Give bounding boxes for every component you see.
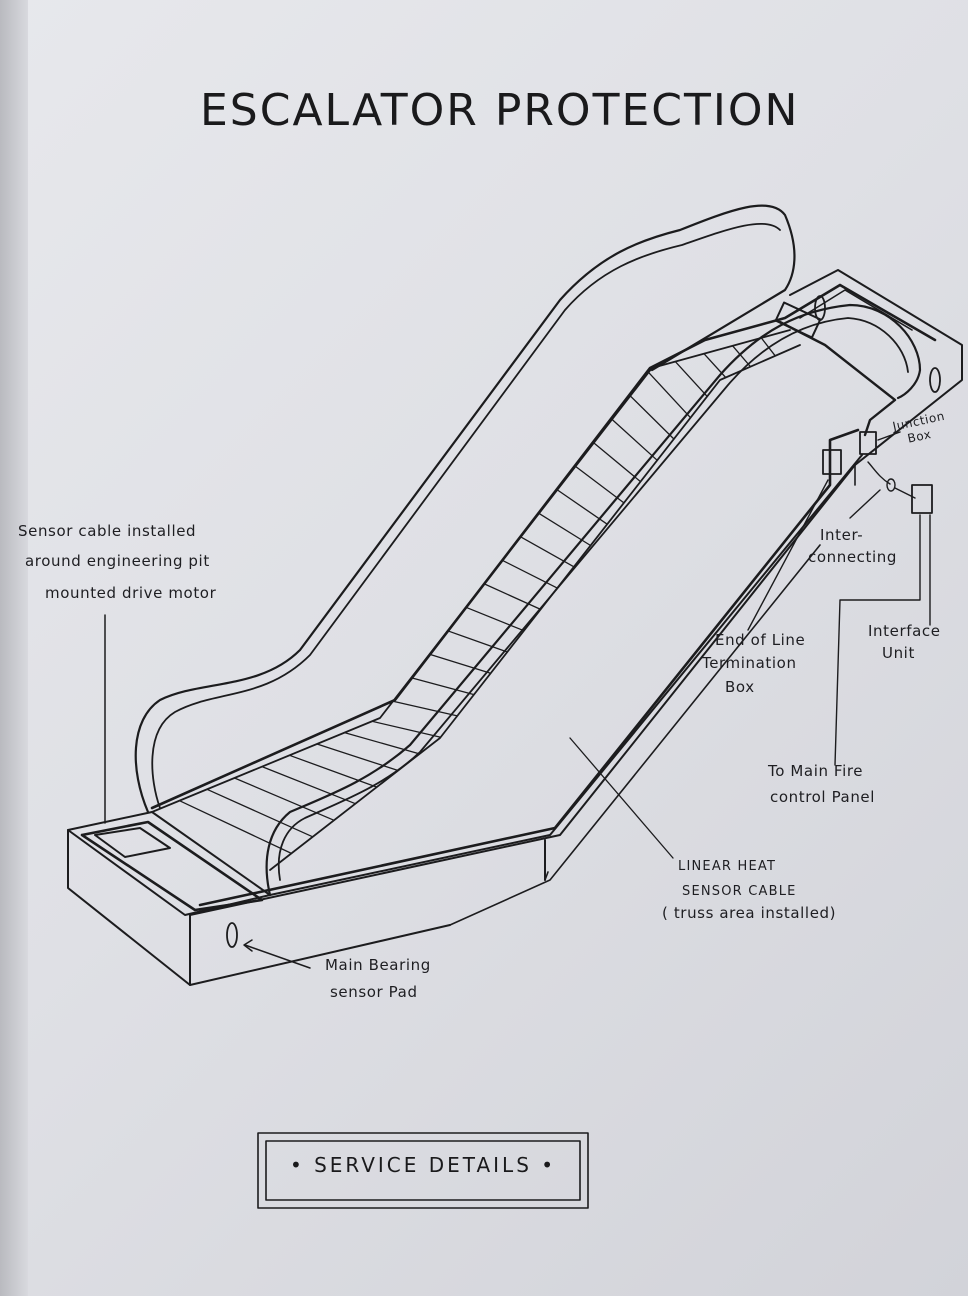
label-line: Sensor cable installed bbox=[18, 522, 196, 540]
step-tread-line bbox=[484, 583, 541, 610]
label-line: To Main Fire bbox=[767, 762, 863, 780]
step-tread-line bbox=[261, 765, 356, 805]
step-tread-line bbox=[593, 442, 641, 483]
label-line: control Panel bbox=[770, 788, 875, 806]
step-tread-line bbox=[316, 743, 399, 772]
label-linear-heat: LINEAR HEAT SENSOR CABLE ( truss area in… bbox=[662, 859, 836, 922]
step-tread-line bbox=[179, 800, 292, 854]
main-bearing-sensor-pad bbox=[226, 922, 311, 969]
end-of-line-termination-box bbox=[747, 449, 842, 631]
step-tread-line bbox=[703, 353, 727, 378]
step-tread-line bbox=[465, 606, 525, 632]
page-title: ESCALATOR PROTECTION bbox=[200, 85, 799, 136]
label-line: Interface bbox=[868, 622, 941, 640]
step-tread-line bbox=[760, 337, 776, 357]
right-balustrade bbox=[265, 303, 922, 897]
label-line: Main Bearing bbox=[325, 956, 431, 974]
escalator-drawing bbox=[67, 204, 963, 986]
label-end-of-line: End of Line Termination Box bbox=[701, 631, 805, 696]
label-line: End of Line bbox=[715, 631, 805, 649]
step-tread-line bbox=[611, 418, 658, 461]
linear-heat-sensor-cable-route bbox=[150, 283, 937, 907]
label-line: SENSOR CABLE bbox=[682, 884, 797, 899]
label-line: Inter- bbox=[820, 526, 863, 544]
label-line: LINEAR HEAT bbox=[678, 859, 776, 874]
label-sensor-cable-pit: Sensor cable installed around engineerin… bbox=[18, 522, 217, 602]
label-line: around engineering pit bbox=[25, 552, 210, 570]
paper-edge-shadow bbox=[0, 0, 28, 1296]
step-tread-line bbox=[411, 677, 475, 696]
interface-unit bbox=[834, 484, 933, 766]
label-line: mounted drive motor bbox=[45, 584, 217, 602]
top-bearing-sensor-pad bbox=[814, 295, 826, 321]
step-tread-line bbox=[538, 512, 591, 547]
step-tread-line bbox=[732, 345, 751, 368]
label-line: ( truss area installed) bbox=[662, 904, 836, 922]
truss-body bbox=[189, 454, 863, 926]
step-tread-line bbox=[344, 731, 420, 755]
label-interface-unit: Interface Unit bbox=[868, 622, 941, 662]
step-tread-line bbox=[575, 465, 625, 504]
step-tread-line bbox=[674, 361, 708, 397]
step-tread-line bbox=[648, 371, 691, 419]
pit-sensor-loop bbox=[80, 614, 264, 912]
label-line: Box bbox=[906, 427, 932, 446]
step-tread-line bbox=[502, 559, 558, 589]
step-tread-line bbox=[556, 489, 608, 525]
step-tread-line bbox=[429, 653, 491, 674]
step-tread-line bbox=[206, 788, 313, 838]
label-line: connecting bbox=[808, 548, 897, 566]
label-line: Box bbox=[725, 678, 755, 696]
step-tread-line bbox=[289, 754, 378, 788]
label-interconnecting: Inter- connecting bbox=[808, 526, 897, 566]
junction-box bbox=[859, 431, 901, 455]
interconnecting-cable bbox=[849, 461, 916, 519]
service-details-label: • SERVICE DETAILS • bbox=[290, 1153, 556, 1177]
service-details-box: • SERVICE DETAILS • bbox=[257, 1132, 589, 1209]
label-fire-panel: To Main Fire control Panel bbox=[767, 762, 875, 806]
label-line: Termination bbox=[701, 654, 797, 672]
step-tread-line bbox=[234, 777, 335, 821]
label-line: sensor Pad bbox=[330, 983, 418, 1001]
step-tread-line bbox=[371, 720, 441, 738]
left-balustrade bbox=[134, 204, 796, 814]
label-bearing-pad: Main Bearing sensor Pad bbox=[325, 956, 431, 1001]
step-tread-line bbox=[392, 700, 458, 717]
top-corner-sensor-pad bbox=[929, 367, 941, 393]
label-line: Unit bbox=[882, 644, 915, 662]
step-tread-line bbox=[520, 536, 575, 568]
step-band bbox=[151, 329, 801, 871]
label-junction-box: Junction Box bbox=[890, 409, 946, 446]
step-tread-line bbox=[447, 630, 508, 653]
linear-heat-leader-line bbox=[569, 737, 674, 859]
step-tread-line bbox=[629, 395, 675, 440]
